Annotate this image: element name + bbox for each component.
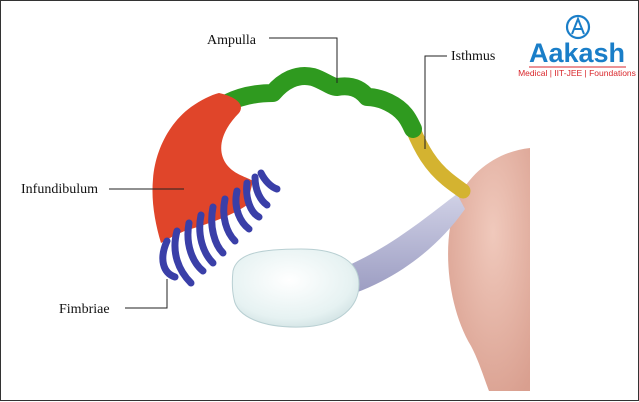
fimbriae — [159, 169, 281, 287]
ampulla-leader — [269, 37, 338, 83]
brand-logo: Aakash Medical | IIT-JEE | Foundations — [518, 14, 636, 78]
isthmus-leader — [424, 55, 447, 149]
isthmus-segment — [405, 121, 471, 199]
infundibulum-segment — [152, 93, 253, 243]
fimbria — [159, 237, 179, 281]
logo-emblem-icon — [565, 14, 591, 40]
fimbria — [220, 195, 239, 245]
fimbria — [184, 219, 207, 275]
ovarian-ligament — [347, 194, 465, 293]
fimbria — [208, 203, 227, 257]
infundibulum-label: Infundibulum — [21, 182, 98, 197]
ovary — [231, 248, 360, 328]
fimbria — [196, 211, 217, 267]
fimbria — [251, 173, 271, 209]
ampulla-label: Ampulla — [207, 33, 257, 48]
fimbria — [257, 169, 281, 193]
ampulla-segment — [218, 67, 422, 138]
logo-tagline: Medical | IIT-JEE | Foundations — [518, 68, 636, 78]
logo-name: Aakash — [529, 38, 625, 68]
fimbriae-label: Fimbriae — [59, 302, 110, 317]
fimbria — [232, 187, 253, 233]
leader-lines — [109, 37, 447, 309]
isthmus-label: Isthmus — [451, 49, 495, 64]
fimbria — [243, 179, 263, 221]
fimbriae-leader — [125, 279, 168, 309]
uterus — [448, 148, 530, 391]
fimbria — [171, 227, 195, 287]
